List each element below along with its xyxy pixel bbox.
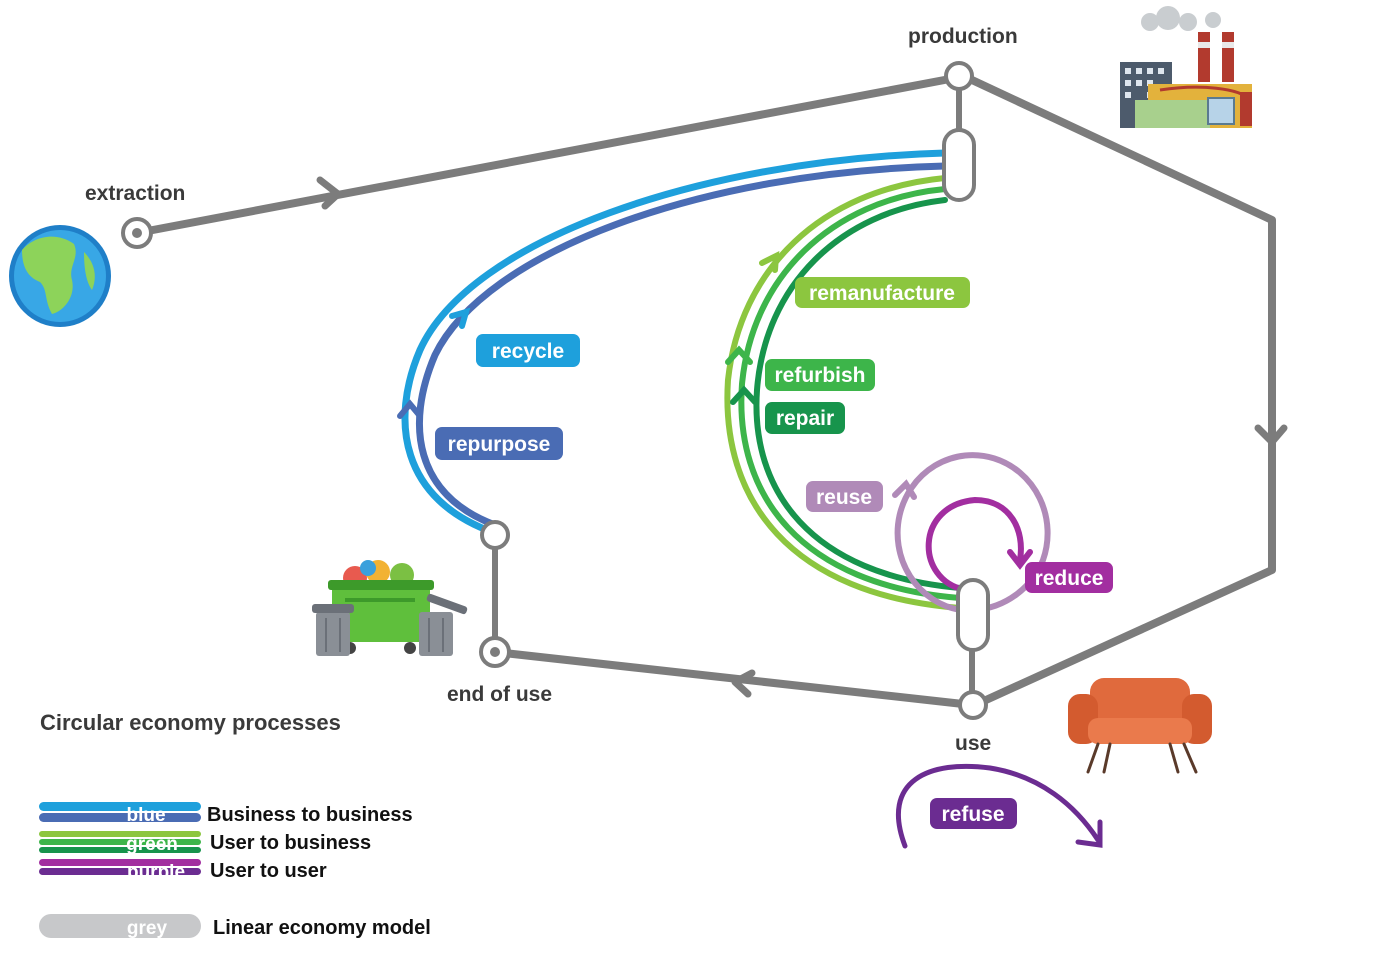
node-markers xyxy=(121,61,990,720)
legend-swatch-green-label: green xyxy=(126,834,178,855)
node-label-production: production xyxy=(908,25,1018,48)
legend-item-purple: purple User to user xyxy=(39,859,327,883)
legend-swatch-grey-label: grey xyxy=(127,918,168,939)
refuse-arrow xyxy=(896,763,1103,849)
legend-label-grey: Linear economy model xyxy=(213,917,431,939)
globe-icon xyxy=(9,225,111,327)
pill-reuse-label: reuse xyxy=(816,486,872,509)
legend: Circular economy processes blue Business… xyxy=(39,710,431,939)
pill-repurpose-label: repurpose xyxy=(448,433,551,456)
pill-repurpose: repurpose xyxy=(435,427,563,460)
node-label-end-of-use: end of use xyxy=(447,683,552,706)
legend-label-green: User to business xyxy=(210,832,371,854)
pill-reduce: reduce xyxy=(1025,562,1113,593)
green-loops xyxy=(724,175,963,611)
node-label-extraction: extraction xyxy=(85,182,185,205)
pill-recycle: recycle xyxy=(476,334,580,367)
sofa-icon xyxy=(1068,678,1212,774)
pill-remanufacture: remanufacture xyxy=(795,277,970,308)
legend-item-grey: grey Linear economy model xyxy=(39,914,431,939)
linear-economy-path xyxy=(133,73,1276,709)
trash-bins-icon xyxy=(312,560,468,656)
pill-refurbish-label: refurbish xyxy=(774,364,865,387)
legend-label-purple: User to user xyxy=(210,860,327,882)
legend-swatch-blue-label: blue xyxy=(126,805,165,826)
linear-arrows xyxy=(316,176,1288,698)
legend-title: Circular economy processes xyxy=(40,710,341,735)
pill-repair: repair xyxy=(765,402,845,434)
recycle-loop xyxy=(397,149,949,537)
factory-icon xyxy=(1120,6,1252,128)
pill-reuse: reuse xyxy=(806,481,883,512)
legend-item-blue: blue Business to business xyxy=(39,802,413,826)
pill-refuse: refuse xyxy=(930,798,1017,829)
legend-swatch-purple-label: purple xyxy=(127,862,185,883)
legend-item-green: green User to business xyxy=(39,831,371,855)
pill-refuse-label: refuse xyxy=(941,803,1004,826)
pill-repair-label: repair xyxy=(776,407,834,430)
pill-reduce-label: reduce xyxy=(1035,567,1104,590)
node-label-use: use xyxy=(955,732,991,755)
pill-recycle-label: recycle xyxy=(492,340,564,363)
pill-remanufacture-label: remanufacture xyxy=(809,282,955,305)
pill-refurbish: refurbish xyxy=(765,359,875,391)
legend-label-blue: Business to business xyxy=(207,804,413,826)
